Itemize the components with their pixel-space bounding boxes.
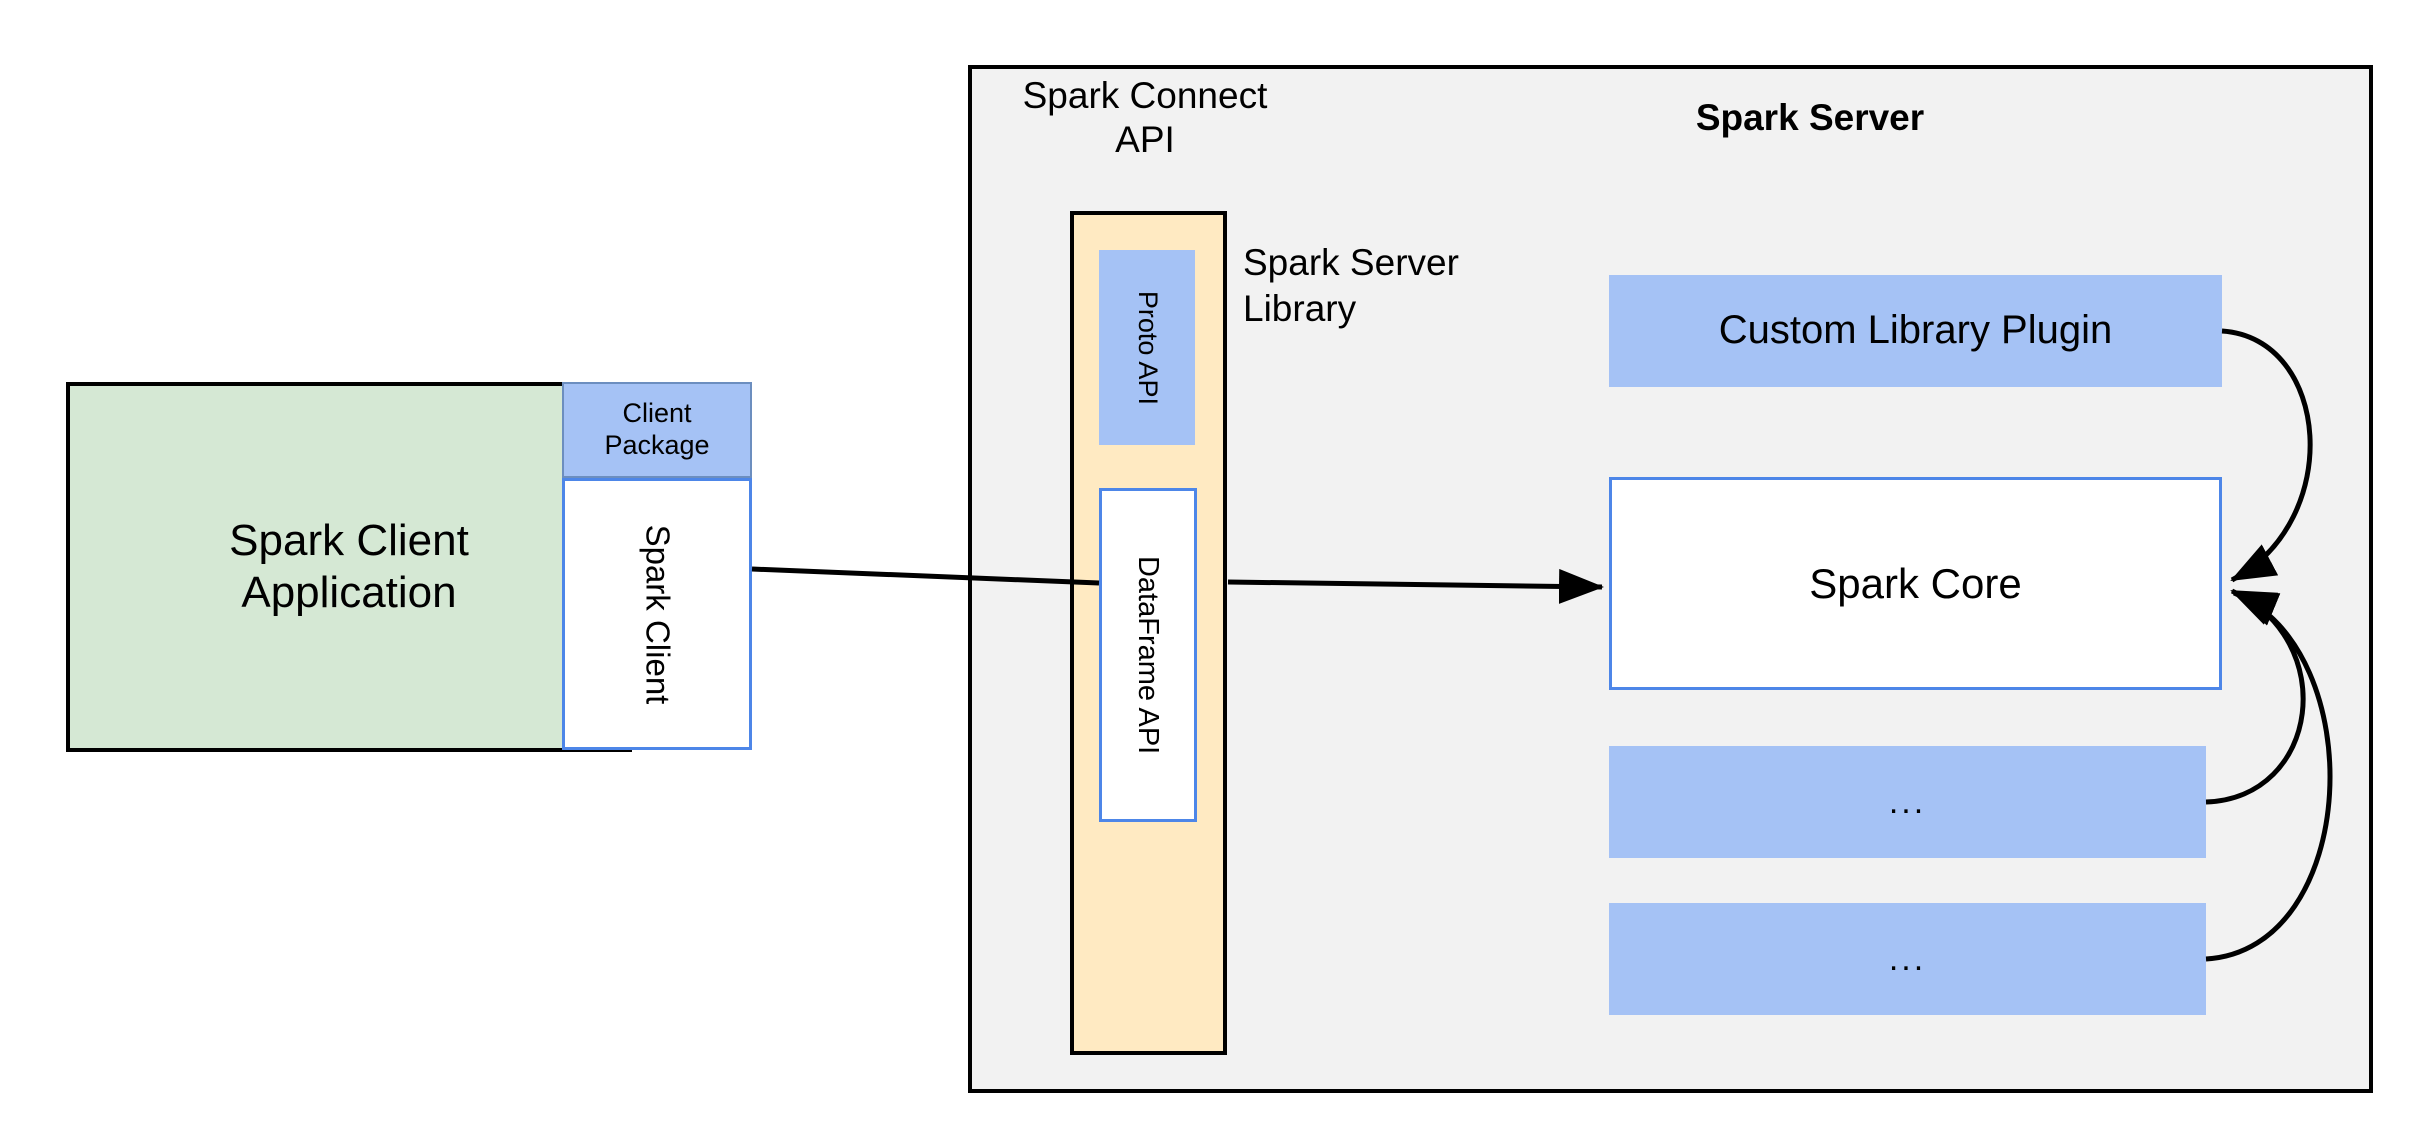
proto-api-block: Proto API [1099, 250, 1195, 445]
spark-client-application-block: Spark Client Application [66, 382, 632, 752]
client-package-line1: Client [622, 398, 692, 429]
proto-api-label: Proto API [1132, 290, 1163, 405]
spark-server-title: Spark Server [1695, 97, 1925, 139]
client-package-line2: Package [604, 430, 710, 460]
client-package-block: Client Package [562, 382, 752, 478]
client-application-line2: Application [241, 568, 457, 617]
spark-client-block: Spark Client [562, 478, 752, 750]
spark-server-library-line1: Spark Server [1243, 242, 1459, 283]
spark-server-library-line2: Library [1243, 288, 1357, 330]
spark-server-library-label: Spark Server Library [1243, 240, 1543, 336]
spark-core-block: Spark Core [1609, 477, 2222, 690]
ellipsis-block-2: ... [1609, 903, 2206, 1015]
client-application-line1: Spark Client [229, 516, 469, 566]
ellipsis-block-1: ... [1609, 746, 2206, 858]
spark-connect-api-label-line1: Spark Connect [1022, 75, 1268, 116]
custom-library-plugin-block: Custom Library Plugin [1609, 275, 2222, 387]
dataframe-api-block: DataFrame API [1099, 488, 1197, 822]
spark-connect-api-label-line2: API [1115, 118, 1175, 160]
spark-client-label: Spark Client [639, 524, 677, 704]
spark-connect-api-label: Spark Connect API [1000, 68, 1290, 160]
dataframe-api-label: DataFrame API [1132, 555, 1165, 755]
